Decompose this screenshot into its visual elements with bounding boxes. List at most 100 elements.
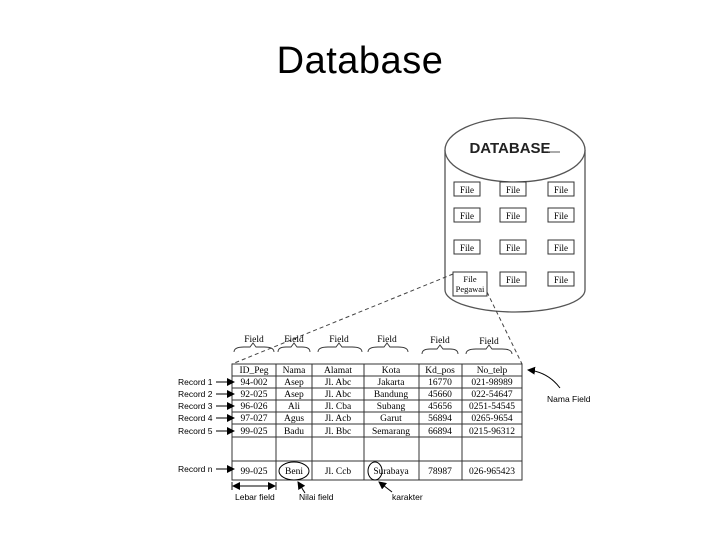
table-cell: Jl. Cba [325, 402, 352, 412]
table-cell: Garut [380, 414, 402, 424]
file-pegawai-line1: File [463, 274, 476, 284]
table-cell: Jl. Abc [325, 378, 351, 388]
record-label: Record 5 [178, 426, 213, 436]
table-header: ID_Peg Nama Alamat Kota Kd_pos No_telp [239, 366, 507, 376]
database-label: DATABASE [469, 140, 550, 157]
header-cell: Nama [283, 366, 306, 376]
field-label: Field [244, 335, 264, 345]
table-cell: Jl. Acb [325, 414, 352, 424]
karakter-label: karakter [392, 492, 423, 502]
table-cell: 99-025 [241, 467, 268, 477]
table-cell: 0251-54545 [469, 402, 515, 412]
nama-field-annotation: Nama Field [527, 366, 591, 404]
file-box: File [453, 239, 481, 255]
header-cell: Kd_pos [425, 366, 455, 376]
table-cell: Jl. Ccb [325, 467, 352, 477]
file-box: File [547, 181, 575, 197]
table-cell: 56894 [428, 414, 452, 424]
record-label: Record 2 [178, 389, 213, 399]
record-labels: Record 1 Record 2 Record 3 Record 4 Reco… [178, 377, 235, 474]
table-cell: 45660 [428, 390, 452, 400]
table-cell: Badu [284, 427, 304, 437]
table-cell: 0215-96312 [469, 427, 515, 437]
table-cell: Jl. Abc [325, 390, 351, 400]
karakter-annotation: karakter [367, 461, 423, 502]
file-pegawai-box: File Pegawai [452, 271, 488, 297]
nilai-field-label: Nilai field [299, 492, 334, 502]
nama-field-label: Nama Field [547, 394, 591, 404]
table-row: 97-027 Agus Jl. Acb Garut 56894 0265-965… [241, 414, 513, 424]
header-cell: Kota [382, 366, 401, 376]
table-cell: Bandung [374, 390, 409, 400]
file-label: File [554, 275, 568, 285]
file-label: File [460, 211, 474, 221]
file-box: File [499, 271, 527, 287]
file-label: File [554, 243, 568, 253]
table-cell: Beni [285, 467, 303, 477]
file-box: File [547, 239, 575, 255]
record-label: Record 4 [178, 413, 213, 423]
table-cell: 78987 [428, 467, 452, 477]
slide-title: Database [276, 40, 444, 82]
file-grid: File File File File File File File Fi [452, 181, 575, 297]
file-box: File [547, 271, 575, 287]
table-cell: 0265-9654 [471, 414, 512, 424]
table-cell: 96-026 [241, 402, 268, 412]
table-cell: 92-025 [241, 390, 268, 400]
file-box: File [453, 207, 481, 223]
file-box: File [499, 207, 527, 223]
table-cell: 66894 [428, 427, 452, 437]
table-cell: 45656 [428, 402, 452, 412]
table-cell: Subang [377, 402, 406, 412]
table-cell: Surabaya [373, 467, 409, 477]
record-label: Record 1 [178, 377, 213, 387]
table-cell: 021-98989 [471, 378, 512, 388]
file-box: File [547, 207, 575, 223]
table-row: 99-025 Badu Jl. Bbc Semarang 66894 0215-… [241, 427, 516, 437]
table-cell: Asep [284, 378, 304, 388]
file-box: File [453, 181, 481, 197]
record-label: Record 3 [178, 401, 213, 411]
table-cell: 16770 [428, 378, 452, 388]
table-cell: 99-025 [241, 427, 268, 437]
field-label: Field [377, 335, 397, 345]
field-labels: Field Field Field Field Field Field [233, 335, 513, 355]
file-label: File [506, 185, 520, 195]
field-label: Field [430, 336, 450, 346]
lebar-field-annotation: Lebar field [231, 482, 277, 502]
table-cell: Semarang [372, 427, 410, 437]
file-pegawai-line2: Pegawai [456, 284, 485, 294]
file-label: File [554, 211, 568, 221]
nilai-field-annotation: Nilai field [278, 461, 334, 502]
field-label: Field [329, 335, 349, 345]
header-cell: No_telp [477, 366, 508, 376]
table-cell: 97-027 [241, 414, 268, 424]
table-row-last: 99-025 Beni Jl. Ccb Surabaya 78987 026-9… [241, 467, 516, 477]
zoom-line-left [231, 273, 454, 365]
file-box: File [499, 239, 527, 255]
zoom-line-right [486, 291, 523, 365]
table-body: 94-002 Asep Jl. Abc Jakarta 16770 021-98… [241, 378, 516, 477]
table-cell: 026-965423 [469, 467, 515, 477]
table-row: 96-026 Ali Jl. Cba Subang 45656 0251-545… [241, 402, 516, 412]
table-cell: Asep [284, 390, 304, 400]
table-cell: 022-54647 [471, 390, 512, 400]
table-cell: 94-002 [241, 378, 268, 388]
file-label: File [460, 185, 474, 195]
header-cell: Alamat [324, 366, 352, 376]
lebar-field-label: Lebar field [235, 492, 275, 502]
table-row: 92-025 Asep Jl. Abc Bandung 45660 022-54… [241, 390, 513, 400]
table-cell: Agus [284, 414, 304, 424]
table-cell: Ali [288, 402, 301, 412]
header-cell: ID_Peg [239, 366, 268, 376]
table-row: 94-002 Asep Jl. Abc Jakarta 16770 021-98… [241, 378, 513, 388]
field-label: Field [479, 337, 499, 347]
file-label: File [460, 243, 474, 253]
file-label: File [506, 243, 520, 253]
file-box: File [499, 181, 527, 197]
table-cell: Jakarta [378, 378, 406, 388]
record-n-label: Record n [178, 464, 213, 474]
file-label: File [554, 185, 568, 195]
field-label: Field [284, 335, 304, 345]
